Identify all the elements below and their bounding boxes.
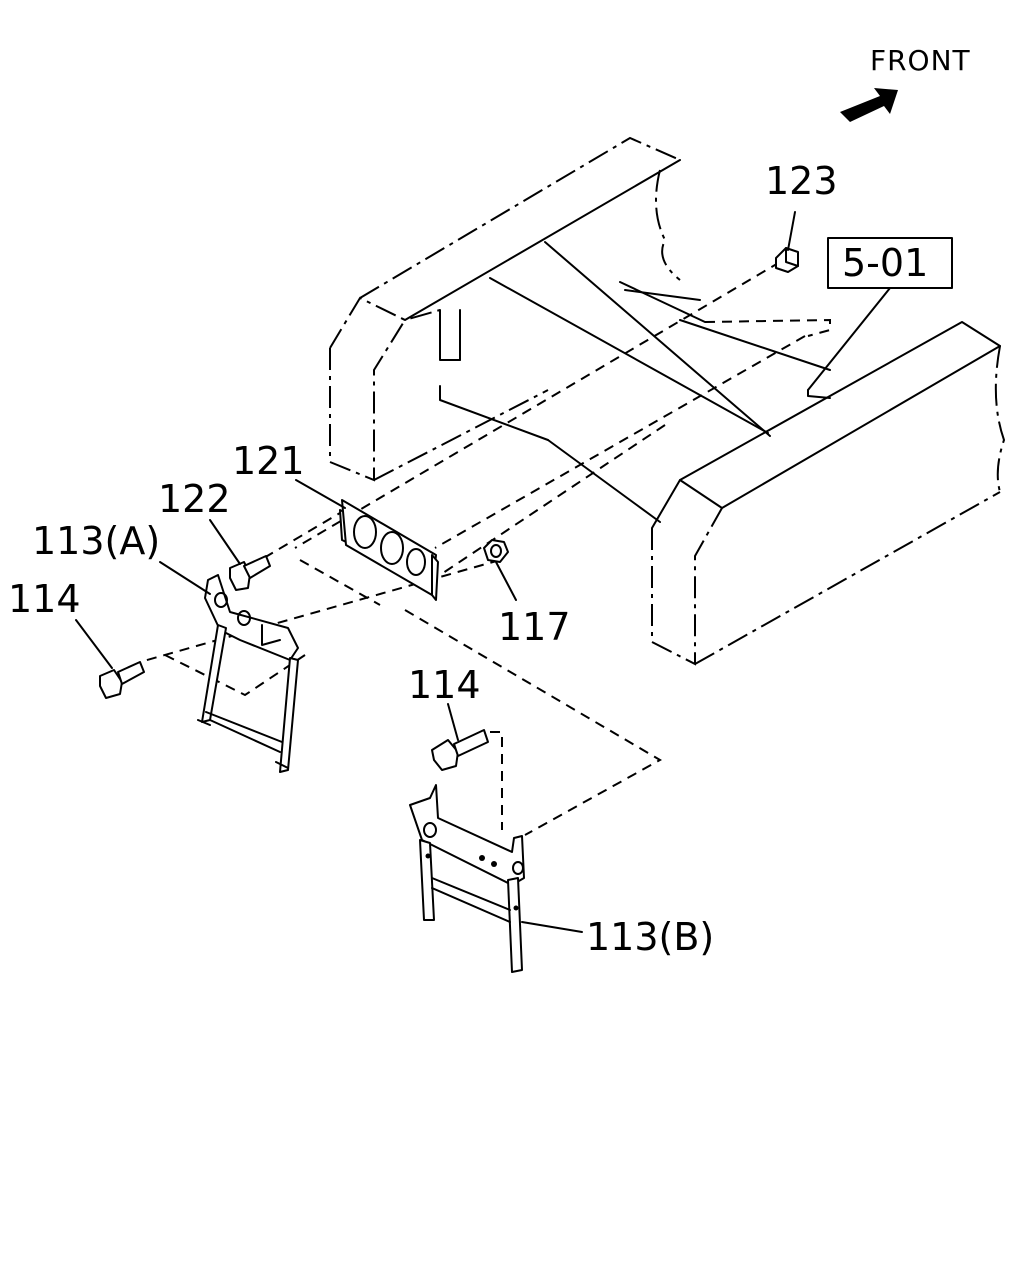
callout-123: 123 — [765, 159, 838, 203]
frame-left-rail — [329, 136, 681, 482]
bracket-113a: 113(A) — [32, 519, 299, 773]
callout-113b: 113(B) — [586, 915, 714, 959]
front-arrow-icon — [840, 88, 898, 122]
callout-113a: 113(A) — [32, 519, 160, 563]
reference-leader — [807, 287, 891, 391]
callout-121: 121 — [232, 439, 305, 483]
callout-114-center: 114 — [408, 663, 481, 707]
plate-121: 121 — [232, 439, 439, 601]
bolt-114-center: 114 — [408, 663, 489, 771]
frame-right-rail — [651, 321, 1006, 666]
front-indicator: FRONT — [840, 44, 971, 122]
front-label: FRONT — [870, 44, 971, 77]
frame-cross-members — [489, 241, 831, 523]
nut-117: 117 — [483, 539, 571, 649]
bolt-114-left: 114 — [8, 577, 145, 699]
reference-box — [827, 237, 953, 289]
callout-114-left: 114 — [8, 577, 81, 621]
bolt-122: 122 — [158, 477, 271, 591]
nut-123: 123 — [765, 159, 838, 273]
callout-122: 122 — [158, 477, 231, 521]
reference-box-label: 5-01 — [842, 241, 928, 285]
callout-117: 117 — [498, 605, 571, 649]
bracket-113b: 113(B) — [409, 784, 714, 973]
reference-box-group: 5-01 — [807, 237, 953, 391]
